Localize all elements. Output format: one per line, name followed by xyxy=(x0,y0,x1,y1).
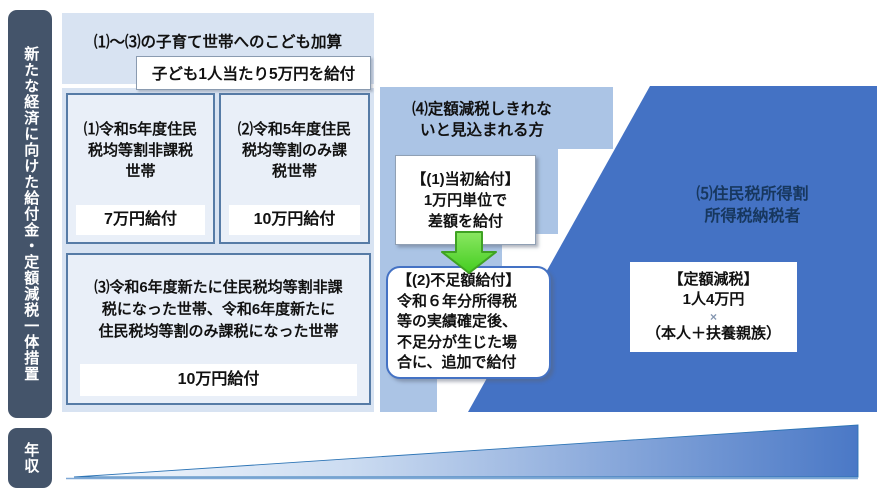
shortfall-payment-box: 【(2)不足額給付】 令和６年分所得税 等の実績確定後、 不足分が生じた場 合に… xyxy=(386,266,551,379)
household-box-2-title: ⑵令和5年度住民 税均等割のみ課 税世帯 xyxy=(237,120,352,180)
taxpayer-label: ⑸住民税所得割 所得税納税者 xyxy=(696,186,809,225)
household-box-2-amount: 10万円給付 xyxy=(229,205,360,235)
annual-income-label: 年収 xyxy=(22,442,40,474)
child-allowance-note-box: 子ども1人当たり5万円を給付 xyxy=(136,56,371,90)
household-box-2: ⑵令和5年度住民 税均等割のみ課 税世帯 10万円給付 xyxy=(219,93,370,244)
initial-payment-box: 【(1)当初給付】 1万円単位で 差額を給付 xyxy=(395,155,536,245)
household-box-3: ⑶令和6年度新たに住民税均等割非課 税になった世帯、令和6年度新たに 住民税均等… xyxy=(66,253,371,405)
measure-title-text: 新たな経済に向けた給付金・定額減税一体措置 xyxy=(22,46,40,382)
household-box-3-title: ⑶令和6年度新たに住民税均等割非課 税になった世帯、令和6年度新たに 住民税均等… xyxy=(94,278,343,340)
child-allowance-heading: ⑴～⑶の子育て世帯へのこども加算 xyxy=(93,34,342,51)
income-gradient-triangle xyxy=(66,424,859,480)
fixed-reduction-box: 【定額減税】 1人4万円 × （本人＋扶養親族） xyxy=(630,262,797,352)
household-box-1-amount: 7万円給付 xyxy=(76,205,205,235)
staircase-tier-1 xyxy=(380,87,613,149)
household-box-1: ⑴令和5年度住民 税均等割非課税 世帯 7万円給付 xyxy=(66,93,215,244)
household-box-3-amount: 10万円給付 xyxy=(80,364,357,396)
child-allowance-note-text: 子ども1人当たり5万円を給付 xyxy=(151,66,356,83)
down-arrow-icon xyxy=(441,231,497,274)
household-box-1-title: ⑴令和5年度住民 税均等割非課税 世帯 xyxy=(83,120,198,180)
annual-income-tab: 年収 xyxy=(8,428,52,488)
multiply-sign: × xyxy=(709,310,717,324)
measure-title-tab: 新たな経済に向けた給付金・定額減税一体措置 xyxy=(8,10,52,418)
partial-reduction-heading: ⑷定額減税しきれな いと見込まれる方 xyxy=(412,101,552,139)
